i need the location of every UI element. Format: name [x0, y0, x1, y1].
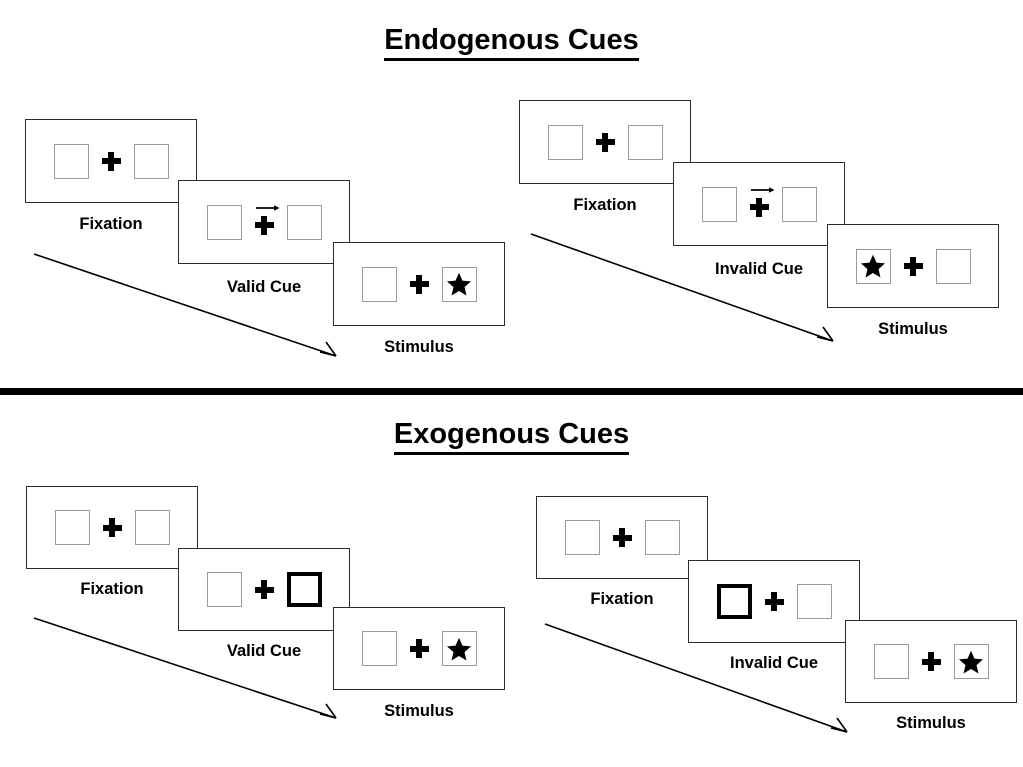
right-box — [441, 631, 477, 666]
stage-label-exogenous-valid-fixation: Fixation — [80, 580, 144, 598]
right-box — [441, 266, 477, 302]
fixation-cross-wrap — [254, 572, 274, 607]
plus-icon — [409, 639, 429, 658]
right-box — [133, 143, 169, 179]
star-icon — [860, 254, 886, 278]
left-box — [547, 124, 583, 160]
left-box — [361, 266, 397, 302]
plus-icon — [409, 274, 429, 294]
plus-icon — [612, 528, 632, 547]
panel-endogenous-invalid-stimulus — [827, 224, 999, 308]
plus-icon — [595, 132, 615, 152]
section-divider — [0, 388, 1023, 395]
left-box — [54, 510, 90, 545]
fixation-cross-wrap — [612, 520, 632, 555]
panel-exogenous-valid-stimulus — [333, 607, 505, 690]
left-box — [53, 143, 89, 179]
left-box — [361, 631, 397, 666]
fixation-cross-wrap — [764, 584, 784, 619]
panel-endogenous-valid-fixation — [25, 119, 197, 203]
right-box — [644, 520, 680, 555]
right-box — [781, 186, 817, 222]
section-title-endogenous: Endogenous Cues — [0, 24, 1023, 61]
panel-endogenous-valid-cue — [178, 180, 350, 264]
stage-label-endogenous-invalid-cue: Invalid Cue — [714, 260, 804, 278]
arrow-right-icon — [255, 204, 279, 211]
right-box — [134, 510, 170, 545]
fixation-cross-wrap — [254, 204, 279, 240]
stage-label-endogenous-invalid-fixation: Fixation — [573, 196, 637, 214]
fixation-cross-wrap — [595, 125, 615, 160]
panel-exogenous-valid-fixation — [26, 486, 198, 569]
left-box — [701, 186, 737, 222]
stage-label-exogenous-invalid-stimulus: Stimulus — [896, 714, 966, 732]
section-title-exogenous-text: Exogenous Cues — [393, 418, 630, 455]
panel-endogenous-invalid-cue — [673, 162, 845, 246]
arrow-right-icon — [750, 186, 774, 193]
fixation-cross-wrap — [409, 631, 429, 666]
right-box — [796, 584, 832, 619]
right-box — [286, 204, 322, 240]
panel-exogenous-invalid-cue — [688, 560, 860, 643]
star-icon — [446, 637, 472, 660]
fixation-cross-wrap — [903, 249, 923, 284]
panel-exogenous-valid-cue — [178, 548, 350, 631]
panel-endogenous-invalid-fixation — [519, 100, 691, 184]
left-box-cued — [716, 584, 752, 619]
stage-label-exogenous-valid-stimulus: Stimulus — [384, 702, 454, 720]
section-title-exogenous: Exogenous Cues — [0, 418, 1023, 455]
fixation-cross-wrap — [102, 510, 122, 545]
right-box — [953, 644, 989, 679]
left-box — [873, 644, 909, 679]
fixation-cross-wrap — [409, 267, 429, 302]
plus-icon — [102, 518, 122, 537]
fixation-cross-wrap — [921, 644, 941, 679]
panel-exogenous-invalid-fixation — [536, 496, 708, 579]
panel-endogenous-valid-stimulus — [333, 242, 505, 326]
stage-label-exogenous-invalid-cue: Invalid Cue — [729, 654, 819, 672]
plus-icon — [921, 652, 941, 671]
plus-icon — [749, 197, 769, 217]
section-title-endogenous-text: Endogenous Cues — [384, 24, 639, 61]
flow-arrow-endogenous-valid — [33, 253, 337, 357]
flow-arrow-endogenous-invalid — [530, 233, 834, 342]
stage-label-endogenous-valid-fixation: Fixation — [79, 215, 143, 233]
stage-label-endogenous-valid-cue: Valid Cue — [226, 278, 302, 296]
stage-label-exogenous-valid-cue: Valid Cue — [226, 642, 302, 660]
left-box — [855, 248, 891, 284]
right-box-cued — [286, 572, 322, 607]
panel-exogenous-invalid-stimulus — [845, 620, 1017, 703]
plus-icon — [764, 592, 784, 611]
plus-icon — [903, 256, 923, 276]
stage-label-exogenous-invalid-fixation: Fixation — [590, 590, 654, 608]
stage-label-endogenous-invalid-stimulus: Stimulus — [878, 320, 948, 338]
right-box — [935, 248, 971, 284]
left-box — [206, 204, 242, 240]
fixation-cross-wrap — [101, 144, 121, 179]
plus-icon — [254, 215, 274, 235]
star-icon — [958, 650, 984, 673]
fixation-cross-wrap — [749, 186, 774, 222]
plus-icon — [254, 580, 274, 599]
left-box — [564, 520, 600, 555]
stage-label-endogenous-valid-stimulus: Stimulus — [384, 338, 454, 356]
plus-icon — [101, 151, 121, 171]
left-box — [206, 572, 242, 607]
right-box — [627, 124, 663, 160]
star-icon — [446, 272, 472, 296]
